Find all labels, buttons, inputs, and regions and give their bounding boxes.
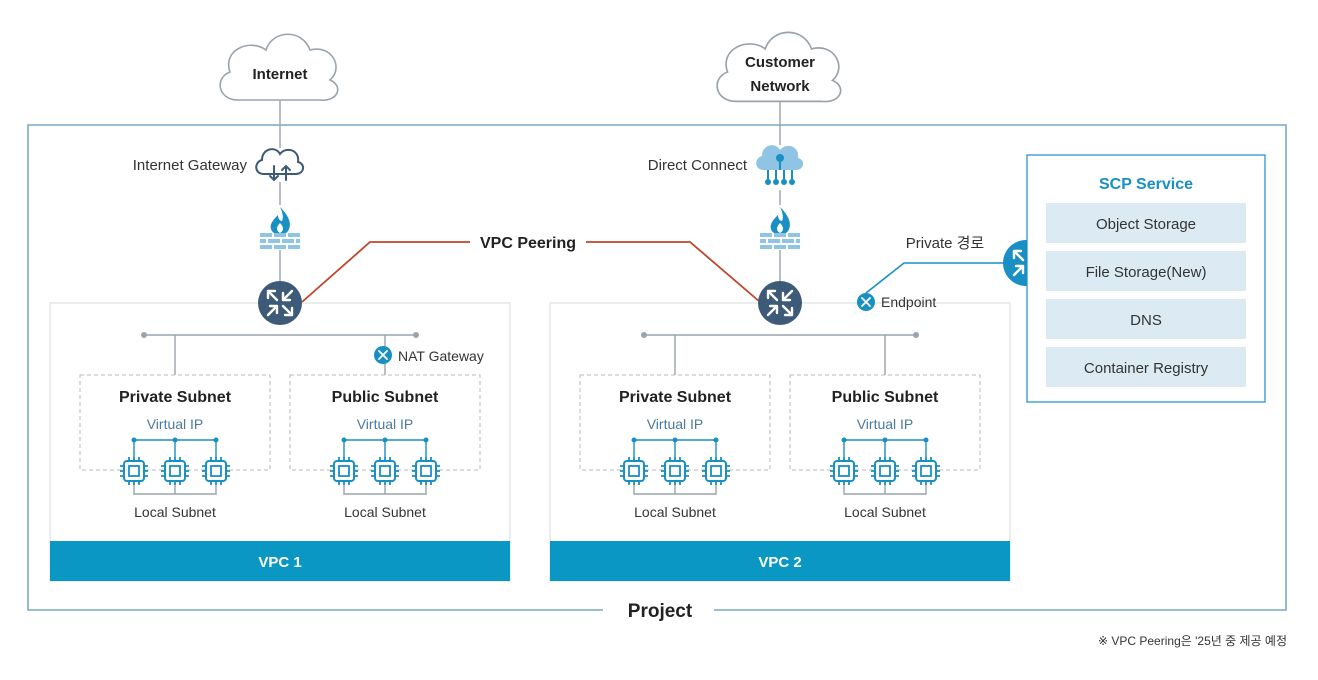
local-subnet-label: Local Subnet [134,504,216,520]
vpc-name: VPC 2 [758,554,801,571]
virtual-ip-label: Virtual IP [857,416,914,432]
chip-icon [619,456,649,486]
subnet-title: Public Subnet [832,389,939,406]
vpc-1-bus [141,332,419,375]
scp-service-title: SCP Service [1099,176,1193,193]
customer-network-label-line1: Customer [745,54,815,71]
scp-service-item-label: Object Storage [1096,216,1196,233]
customer-network-cloud: Customer Network [716,31,842,103]
endpoint-label: Endpoint [881,294,936,310]
vpc-name: VPC 1 [258,554,301,571]
virtual-ip-label: Virtual IP [147,416,204,432]
subnet-title: Public Subnet [332,389,439,406]
chip-icon [701,456,731,486]
nat-gateway-label: NAT Gateway [398,348,484,364]
local-subnet-label: Local Subnet [344,504,426,520]
firewall-icon [260,207,300,249]
chip-icon [329,456,359,486]
local-subnet-label: Local Subnet [844,504,926,520]
chip-icon [370,456,400,486]
vpc-peering-link: VPC Peering [301,235,761,303]
private-route-link: Private 경로 [865,235,1049,294]
chip-icon [870,456,900,486]
vpc-bar [50,541,510,581]
project-frame: Project [27,124,1287,622]
uplink-lines [279,100,781,282]
customer-network-label-line2: Network [750,78,810,95]
project-label: Project [628,601,693,622]
scp-service-item-label: File Storage(New) [1086,264,1207,281]
endpoint: Endpoint [856,292,936,312]
chip-icon [201,456,231,486]
private-route-label: Private 경로 [906,235,985,252]
local-subnet-label: Local Subnet [634,504,716,520]
chip-icon [411,456,441,486]
chip-icon [119,456,149,486]
router-icon [756,279,804,327]
scp-service-item: DNS [1046,299,1246,339]
nat-gateway: NAT Gateway [373,345,484,365]
subnet-title: Private Subnet [619,389,732,406]
internet-cloud: Internet [219,33,339,101]
scp-service-item: Container Registry [1046,347,1246,387]
direct-connect-icon [756,145,804,185]
chip-icon [660,456,690,486]
vpc-peering-label: VPC Peering [480,235,576,252]
chip-icon [160,456,190,486]
virtual-ip-label: Virtual IP [357,416,414,432]
chip-icon [911,456,941,486]
virtual-ip-label: Virtual IP [647,416,704,432]
chip-icon [829,456,859,486]
scp-service-item-label: Container Registry [1084,360,1209,377]
endpoint-icon [856,292,876,312]
internet-gateway-label: Internet Gateway [133,157,248,174]
scp-service-item-label: DNS [1130,312,1162,329]
scp-service-item: Object Storage [1046,203,1246,243]
direct-connect-label: Direct Connect [648,157,748,174]
subnet-title: Private Subnet [119,389,232,406]
nat-gateway-icon [373,345,393,365]
internet-label: Internet [252,66,307,83]
vpc-bar [550,541,1010,581]
vpc-2-bus [641,332,919,375]
firewall-icon [760,207,800,249]
scp-service-item: File Storage(New) [1046,251,1246,291]
router-icon [256,279,304,327]
internet-gateway-icon [255,148,304,182]
footnote: ※ VPC Peering은 '25년 중 제공 예정 [1098,634,1287,648]
